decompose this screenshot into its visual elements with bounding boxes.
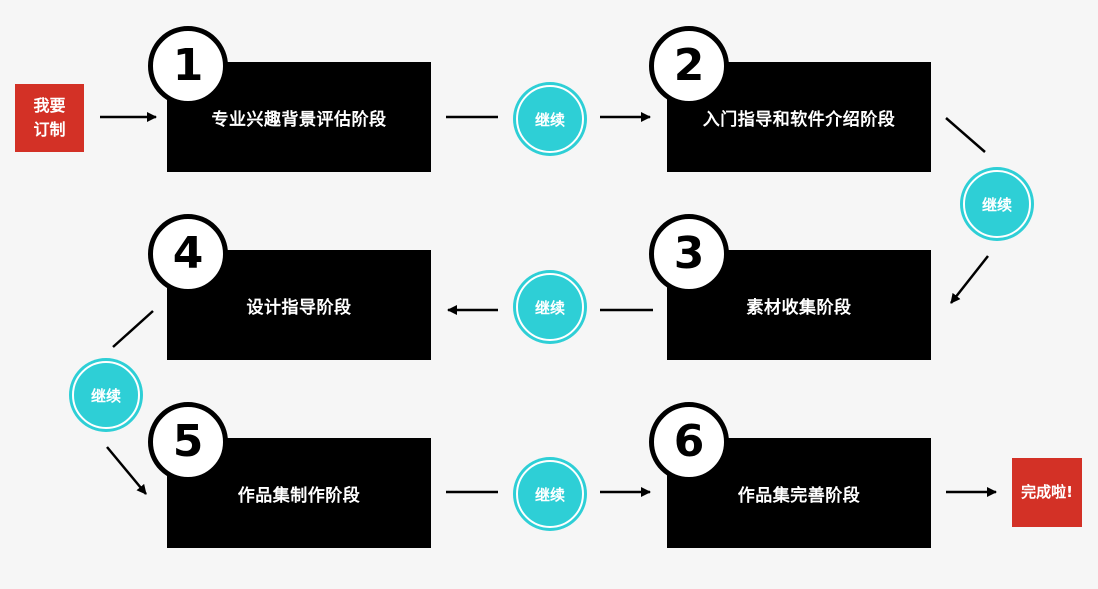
continue-badge-4: 继续 xyxy=(72,361,140,429)
continue-badge-2: 继续 xyxy=(963,170,1031,238)
continue-badge-5: 继续 xyxy=(516,460,584,528)
step-label-1: 专业兴趣背景评估阶段 xyxy=(211,109,387,130)
line-step4-to-continue4 xyxy=(112,310,154,348)
start-label: 我要订制 xyxy=(33,96,66,139)
step-number-5: 5 xyxy=(148,402,228,482)
step-number-6: 6 xyxy=(649,402,729,482)
step-number-2: 2 xyxy=(649,26,729,106)
end-badge: 完成啦! xyxy=(1012,458,1082,527)
continue-badge-3: 继续 xyxy=(516,273,584,341)
step-label-3: 素材收集阶段 xyxy=(746,297,852,318)
arrow-continue2-to-step3 xyxy=(950,255,989,304)
end-label: 完成啦! xyxy=(1021,483,1073,502)
line-step2-to-continue2 xyxy=(945,117,986,153)
step-label-2: 入门指导和软件介绍阶段 xyxy=(702,109,896,130)
arrow-continue4-to-step5 xyxy=(106,446,147,495)
step-number-4: 4 xyxy=(148,214,228,294)
step-label-4: 设计指导阶段 xyxy=(246,297,352,318)
step-number-3: 3 xyxy=(649,214,729,294)
continue-badge-1: 继续 xyxy=(516,85,584,153)
step-number-1: 1 xyxy=(148,26,228,106)
start-badge: 我要订制 xyxy=(15,84,84,152)
step-label-5: 作品集制作阶段 xyxy=(237,485,361,506)
step-label-6: 作品集完善阶段 xyxy=(737,485,861,506)
